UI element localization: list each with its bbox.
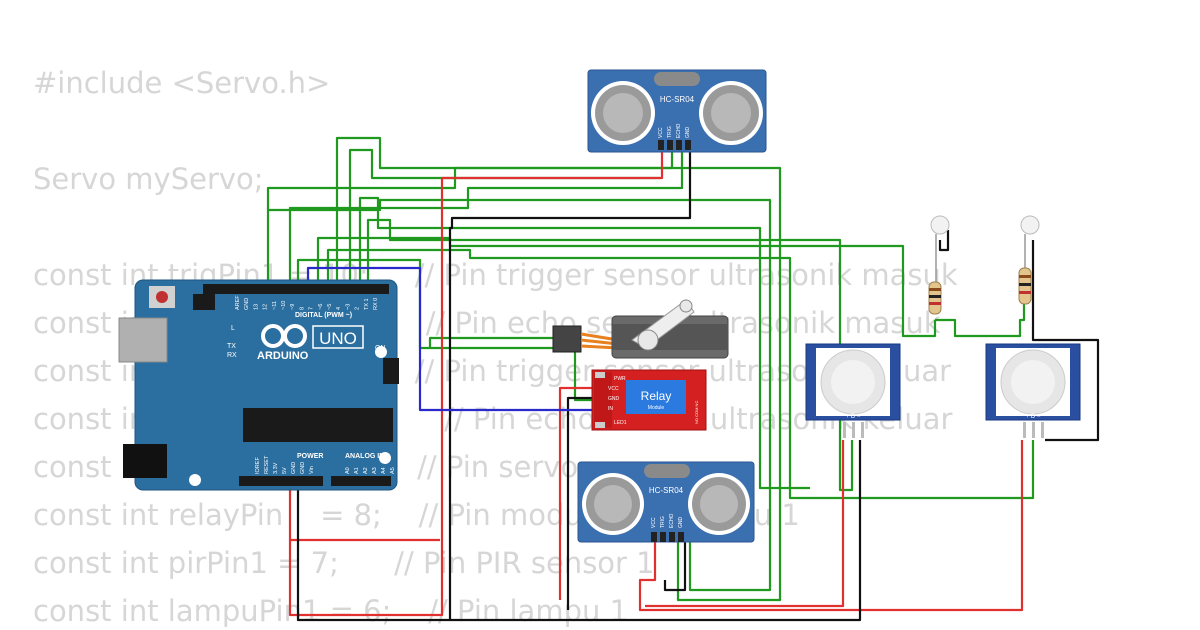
ultrasonic-top-pin: ECHO xyxy=(676,123,682,138)
ultrasonic-bottom-pin: ECHO xyxy=(669,513,675,528)
ultrasonic-top-pin: GND xyxy=(685,127,691,139)
wire-black xyxy=(296,150,692,622)
code-line: const int pirPin1 = 7; // Pin PIR sensor… xyxy=(33,546,655,580)
arduino-pin-label: GND xyxy=(244,298,250,310)
wire-red xyxy=(638,440,1024,612)
arduino-pin-label: 2 xyxy=(355,307,361,310)
arduino-rx-label: RX xyxy=(227,352,237,359)
arduino-digital-header: DIGITAL (PWM ~) xyxy=(295,312,352,319)
arduino-pin-label: A1 xyxy=(354,467,360,474)
arduino-pin-label: 13 xyxy=(253,304,259,310)
relay-subtitle: Module xyxy=(648,405,665,411)
wire-red xyxy=(558,386,592,600)
arduino-pin-label: 7 xyxy=(309,307,315,310)
resistor-right xyxy=(1018,267,1032,305)
arduino-pin-label: RESET xyxy=(264,455,270,474)
arduino-pin-label: A2 xyxy=(363,467,369,474)
arduino-on-label: ON xyxy=(375,345,386,352)
arduino-pin-label: ~3 xyxy=(345,304,351,310)
arduino-pin-label: ~9 xyxy=(290,304,296,310)
servo-motor xyxy=(552,299,729,359)
ultrasonic-sensor-top: HC-SR04 VCC TRIG ECHO GND xyxy=(587,69,767,153)
arduino-power-header: POWER xyxy=(297,453,323,460)
relay-pin: IN xyxy=(608,406,613,412)
arduino-pin-label: TX 1 xyxy=(364,298,370,310)
ultrasonic-bottom-pin: VCC xyxy=(651,517,657,528)
ultrasonic-top-model: HC-SR04 xyxy=(660,95,695,104)
arduino-pin-label: ~6 xyxy=(318,304,324,310)
arduino-pin-label: 4 xyxy=(336,307,342,310)
arduino-pin-label: ~5 xyxy=(327,304,333,310)
wire-blue xyxy=(306,266,592,412)
wire-black xyxy=(450,440,862,622)
arduino-tx-label: TX xyxy=(227,343,236,350)
wire-green xyxy=(335,136,782,602)
arduino-pin-label: IOREF xyxy=(255,457,261,474)
arduino-pin-label: 12 xyxy=(263,304,269,310)
ultrasonic-top-pin: TRIG xyxy=(667,126,673,138)
code-line: const int lampuPin1 = 6; // Pin lampu 1 xyxy=(33,594,629,628)
arduino-model: UNO xyxy=(319,329,357,348)
wire-green xyxy=(366,218,854,492)
arduino-pin-label: Vin xyxy=(309,466,315,474)
wire-green xyxy=(935,300,1026,338)
wire-green xyxy=(326,248,1035,500)
wire-black xyxy=(938,230,950,252)
pir-sensor-right: + D − xyxy=(985,343,1081,438)
resistor-left xyxy=(928,281,942,315)
ultrasonic-bottom-pin: TRIG xyxy=(660,516,666,528)
wire-green xyxy=(430,346,592,402)
arduino-uno-board: ARDUINO UNO DIGITAL (PWM ~) POWER ANALOG… xyxy=(118,279,399,491)
arduino-pin-label: GND xyxy=(291,462,297,474)
wire-red xyxy=(288,150,664,617)
pir-left-pin-label: + D − xyxy=(846,414,861,420)
wire-black xyxy=(663,540,687,592)
arduino-pin-label: 5V xyxy=(282,467,288,474)
arduino-l-label: L xyxy=(231,325,235,332)
relay-pin: PWR xyxy=(614,376,626,382)
wire-green xyxy=(288,150,684,285)
ultrasonic-bottom-model: HC-SR04 xyxy=(649,486,684,495)
relay-pin: VCC xyxy=(608,386,619,392)
arduino-pin-label: GND xyxy=(300,462,306,474)
led-left xyxy=(930,215,950,282)
arduino-pin-label: AREF xyxy=(235,295,241,310)
led-right xyxy=(1020,215,1040,268)
wire-black xyxy=(566,396,592,610)
pir-sensor-left: + D − xyxy=(805,343,901,438)
arduino-brand: ARDUINO xyxy=(257,350,309,362)
ultrasonic-top-pin: VCC xyxy=(658,127,664,138)
ultrasonic-bottom-pin: GND xyxy=(678,517,684,529)
arduino-analog-header: ANALOG IN xyxy=(345,453,384,460)
arduino-pin-label: A4 xyxy=(381,467,387,474)
arduino-pin-label: ~11 xyxy=(272,301,278,310)
relay-right-pins: NO COM NC xyxy=(694,401,699,424)
arduino-logo-icon xyxy=(261,324,307,348)
arduino-pin-label: 8 xyxy=(299,307,305,310)
relay-module: Relay Module PWR VCC GND IN LED1 NO COM … xyxy=(591,369,707,431)
wire-green xyxy=(268,198,772,592)
wire-red xyxy=(645,440,845,608)
wire-green xyxy=(358,196,810,490)
arduino-pin-label: 3.3V xyxy=(273,462,279,474)
code-line: #include <Servo.h> xyxy=(33,66,331,100)
wires xyxy=(266,136,1100,622)
relay-pin: GND xyxy=(608,396,620,402)
pir-right-pin-label: + D − xyxy=(1026,414,1041,420)
arduino-pin-label: A0 xyxy=(345,467,351,474)
wire-green xyxy=(316,236,937,338)
arduino-pin-label: ~10 xyxy=(281,301,287,310)
relay-pin: LED1 xyxy=(614,420,627,426)
arduino-pin-label: A3 xyxy=(372,467,378,474)
arduino-pin-label: RX 0 xyxy=(373,298,379,310)
code-line: Servo myServo; xyxy=(33,162,264,196)
wire-black xyxy=(1031,240,1100,442)
relay-title: Relay xyxy=(641,389,672,403)
ultrasonic-sensor-bottom: HC-SR04 VCC TRIG ECHO GND xyxy=(577,461,755,543)
arduino-pin-label: A5 xyxy=(390,467,396,474)
